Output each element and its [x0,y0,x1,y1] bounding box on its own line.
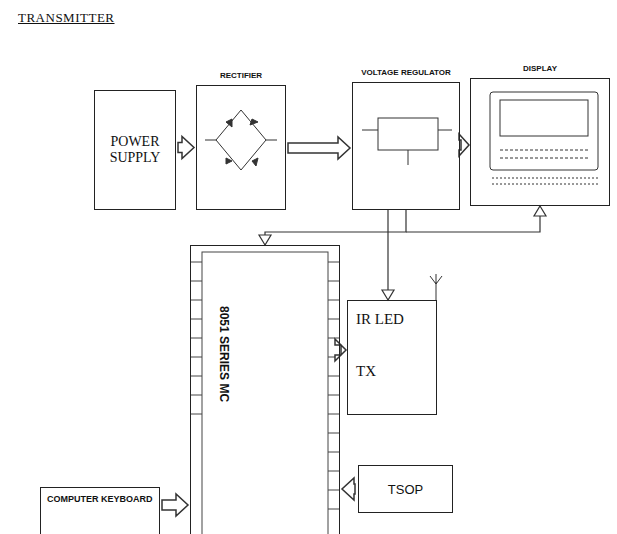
block-label: VOLTAGE REGULATOR [353,68,459,77]
block-box: POWER SUPPLY [94,90,176,210]
antenna-symbol [430,274,442,300]
pin-lines [190,252,340,534]
block-box: RECTIFIER [196,85,286,210]
block-arrow [288,137,350,159]
block-arrow [178,137,194,159]
block-box: COMPUTER KEYBOARD [40,487,160,534]
block-box: DISPLAY [470,78,610,206]
lcd-symbol [490,92,598,184]
block-box: VOLTAGE REGULATOR [352,82,460,210]
block-label: TX [356,363,376,380]
block-arrow [335,339,346,361]
wire-arrow [259,210,406,245]
regulator-symbol [362,118,452,165]
block-label: 8051 SERIES MC [217,306,231,402]
bridge-symbol [205,110,277,170]
block-label: TSOP [363,482,448,497]
diagram-title: TRANSMITTER [18,10,115,26]
block-arrow [162,494,188,516]
block-label: POWER SUPPLY [99,134,171,166]
block-box: IR LED TX [347,300,437,415]
block-label: DISPLAY [471,64,609,73]
block-arrow [342,478,355,500]
block-box: TSOP [358,465,453,513]
block-label: IR LED [356,311,404,328]
wire-arrow [382,210,394,300]
block-label: RECTIFIER [197,71,285,80]
block-arrow [459,134,469,156]
block-label: COMPUTER KEYBOARD [47,494,155,506]
block-box: 8051 SERIES MC [190,245,340,534]
